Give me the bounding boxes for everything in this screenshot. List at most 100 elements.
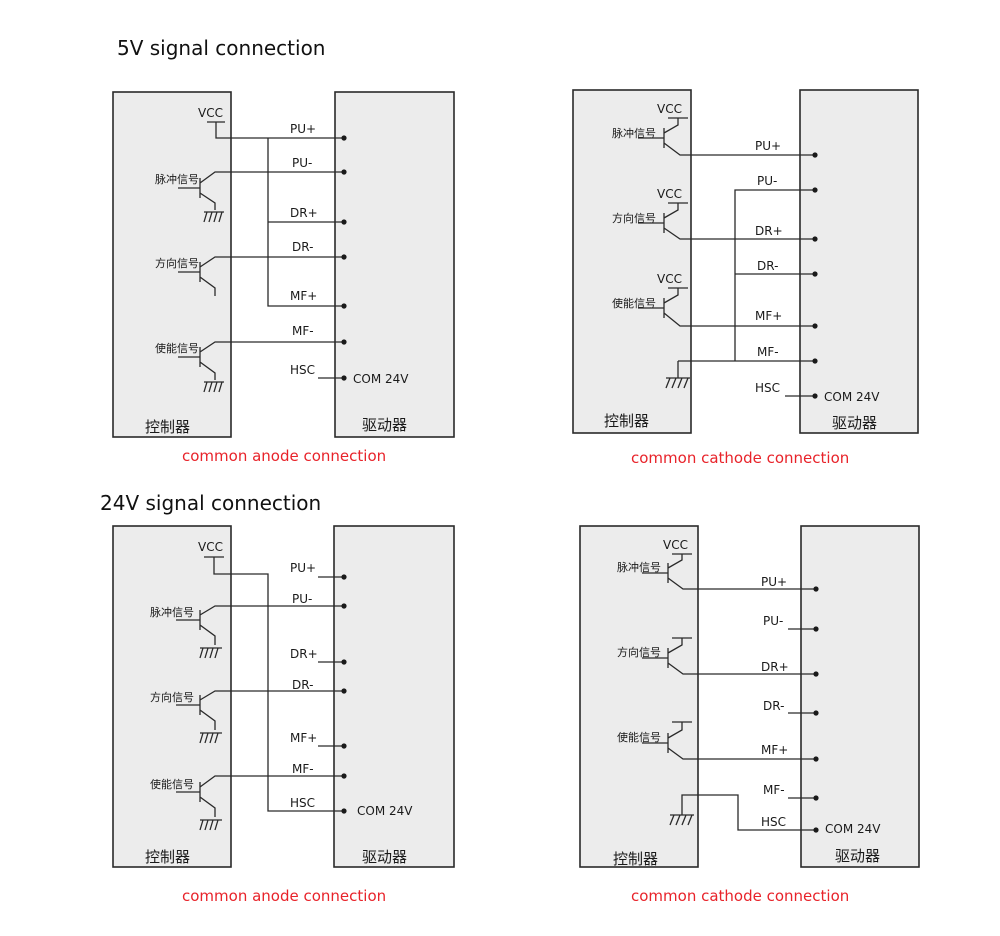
svg-text:使能信号: 使能信号 bbox=[617, 730, 661, 744]
svg-text:VCC: VCC bbox=[657, 102, 682, 116]
terminal-pu-plus: PU+ bbox=[290, 122, 316, 136]
terminal-pu-minus: PU- bbox=[763, 614, 783, 628]
driver-label: 驱动器 bbox=[832, 414, 877, 432]
ground-icon bbox=[199, 732, 222, 744]
caption-common-anode: common anode connection bbox=[182, 887, 386, 905]
terminal-dots bbox=[341, 574, 347, 814]
svg-text:使能信号: 使能信号 bbox=[612, 296, 656, 310]
heading-5v: 5V signal connection bbox=[117, 36, 325, 60]
terminal-mf-minus: MF- bbox=[292, 762, 314, 776]
enable-transistor: 使能信号 bbox=[155, 341, 344, 393]
vcc-label: VCC bbox=[198, 540, 223, 554]
svg-text:VCC: VCC bbox=[657, 187, 682, 201]
terminal-dr-minus: DR- bbox=[292, 678, 313, 692]
direction-transistor: 方向信号 bbox=[150, 690, 344, 744]
vcc-label: VCC bbox=[198, 106, 223, 120]
controller-label: 控制器 bbox=[145, 848, 190, 866]
terminal-pu-minus: PU- bbox=[292, 592, 312, 606]
terminal-dots bbox=[813, 586, 819, 833]
direction-transistor: VCC 方向信号 bbox=[612, 187, 815, 240]
common-cathode-bus bbox=[678, 189, 815, 362]
driver-box bbox=[333, 525, 455, 868]
com-24v-label: COM 24V bbox=[357, 804, 413, 818]
terminal-dr-plus: DR+ bbox=[290, 647, 318, 661]
direction-transistor: 方向信号 bbox=[617, 637, 816, 675]
terminal-dots bbox=[341, 135, 347, 381]
controller-box bbox=[112, 91, 232, 438]
panel-5v-common-cathode: 控制器 驱动器 VCC 脉冲信号 VCC 方向信号 VCC 使能信号 PU+ P… bbox=[572, 89, 919, 467]
terminal-mf-plus: MF+ bbox=[761, 743, 788, 757]
terminal-mf-plus: MF+ bbox=[290, 289, 317, 303]
svg-text:脉冲信号: 脉冲信号 bbox=[617, 560, 661, 574]
terminal-hsc: HSC bbox=[755, 381, 780, 395]
panel-24v-common-cathode: 控制器 驱动器 VCC 脉冲信号 方向信号 使能信号 PU+ PU- DR+ D… bbox=[579, 525, 920, 905]
terminal-mf-plus: MF+ bbox=[290, 731, 317, 745]
svg-text:方向信号: 方向信号 bbox=[617, 645, 661, 659]
pulse-transistor: VCC 脉冲信号 bbox=[617, 538, 816, 590]
terminal-mf-minus: MF- bbox=[292, 324, 314, 338]
common-anode-bus bbox=[267, 138, 344, 307]
terminal-pu-plus: PU+ bbox=[761, 575, 787, 589]
svg-text:脉冲信号: 脉冲信号 bbox=[612, 126, 656, 140]
controller-label: 控制器 bbox=[613, 850, 658, 868]
terminal-dr-minus: DR- bbox=[757, 259, 778, 273]
caption-common-cathode: common cathode connection bbox=[631, 449, 849, 467]
vcc-wire bbox=[204, 556, 344, 812]
controller-box bbox=[579, 525, 699, 868]
driver-label: 驱动器 bbox=[835, 847, 880, 865]
controller-label: 控制器 bbox=[145, 418, 190, 436]
ground-icon bbox=[203, 211, 224, 223]
terminal-dr-plus: DR+ bbox=[290, 206, 318, 220]
direction-transistor: 方向信号 bbox=[155, 256, 344, 296]
svg-text:VCC: VCC bbox=[663, 538, 688, 552]
caption-common-cathode: common cathode connection bbox=[631, 887, 849, 905]
terminal-pu-plus: PU+ bbox=[755, 139, 781, 153]
pulse-transistor: VCC 脉冲信号 bbox=[612, 102, 815, 156]
controller-label: 控制器 bbox=[604, 412, 649, 430]
terminal-pu-plus: PU+ bbox=[290, 561, 316, 575]
driver-label: 驱动器 bbox=[362, 848, 407, 866]
terminal-pu-minus: PU- bbox=[292, 156, 312, 170]
svg-text:方向信号: 方向信号 bbox=[155, 256, 199, 270]
common-cathode-wire bbox=[681, 794, 816, 831]
enable-transistor: 使能信号 bbox=[617, 721, 816, 760]
com-24v-label: COM 24V bbox=[353, 372, 409, 386]
enable-transistor: 使能信号 bbox=[150, 775, 344, 831]
svg-text:方向信号: 方向信号 bbox=[612, 211, 656, 225]
terminal-dots bbox=[812, 152, 818, 399]
ground-icon bbox=[669, 814, 694, 826]
terminal-dr-minus: DR- bbox=[292, 240, 313, 254]
ground-icon bbox=[199, 819, 222, 831]
terminal-hsc: HSC bbox=[761, 815, 786, 829]
svg-text:使能信号: 使能信号 bbox=[155, 341, 199, 355]
svg-text:脉冲信号: 脉冲信号 bbox=[150, 605, 194, 619]
terminal-dr-plus: DR+ bbox=[761, 660, 789, 674]
vcc-wire bbox=[207, 121, 344, 139]
svg-text:方向信号: 方向信号 bbox=[150, 690, 194, 704]
ground-icon bbox=[665, 361, 690, 389]
panel-5v-common-anode: 控制器 驱动器 VCC 脉冲信号 方向信号 使能信号 PU+ PU- DR+ D… bbox=[112, 91, 455, 465]
terminal-hsc: HSC bbox=[290, 796, 315, 810]
svg-text:VCC: VCC bbox=[657, 272, 682, 286]
terminal-dr-minus: DR- bbox=[763, 699, 784, 713]
ground-icon bbox=[199, 647, 222, 659]
svg-text:脉冲信号: 脉冲信号 bbox=[155, 172, 199, 186]
com-24v-label: COM 24V bbox=[825, 822, 881, 836]
panel-24v-common-anode: 控制器 驱动器 VCC 脉冲信号 方向信号 使能信号 PU+ PU- DR+ D… bbox=[112, 525, 455, 905]
driver-box bbox=[334, 91, 455, 438]
terminal-mf-minus: MF- bbox=[763, 783, 785, 797]
terminal-mf-plus: MF+ bbox=[755, 309, 782, 323]
driver-box bbox=[799, 89, 919, 434]
heading-24v: 24V signal connection bbox=[100, 491, 321, 515]
com-24v-label: COM 24V bbox=[824, 390, 880, 404]
ground-icon bbox=[203, 381, 224, 393]
terminal-mf-minus: MF- bbox=[757, 345, 779, 359]
terminal-dr-plus: DR+ bbox=[755, 224, 783, 238]
pulse-transistor: 脉冲信号 bbox=[155, 171, 344, 223]
controller-box bbox=[112, 525, 232, 868]
terminal-hsc: HSC bbox=[290, 363, 315, 377]
controller-box bbox=[572, 89, 692, 434]
caption-common-anode: common anode connection bbox=[182, 447, 386, 465]
driver-box bbox=[800, 525, 920, 868]
